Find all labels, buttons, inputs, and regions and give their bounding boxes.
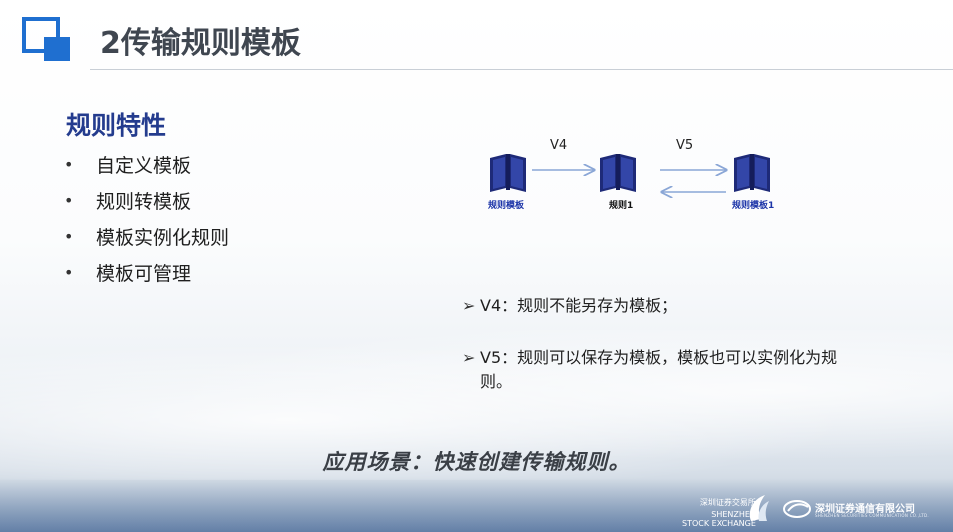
version-label-v4: V4 [550,138,568,153]
szse-name-en: SHENZHEN [711,510,756,519]
book-label-template-1: 规则模板1 [732,201,775,211]
note-text: V5：规则可以保存为模板，模板也可以实例化为规则。 [480,348,838,391]
title-divider [90,69,953,70]
note-item: ➢ V4：规则不能另存为模板； [462,294,842,318]
sscc-logo-icon [783,500,811,518]
sscc-name-cn: 深圳证券通信有限公司 [815,504,915,515]
szse-wordmark: 深圳证券交易所 SHENZHEN STOCK EXCHANGE [682,498,756,528]
feature-text: 模板实例化规则 [96,226,230,249]
book-icon [734,154,770,192]
feature-text: 自定义模板 [96,154,192,177]
slide-title: 2传输规则模板 [100,26,301,61]
background-haze [0,330,953,480]
note-text: V4：规则不能另存为模板； [480,296,678,315]
sscc-name-en: SHENZHEN SECURITIES COMMUNICATION CO.,LT… [815,513,929,518]
arrow-bullet-icon: ➢ [462,296,476,315]
feature-text: 模板可管理 [96,262,192,285]
list-item: • 模板可管理 [64,254,229,290]
list-item: • 规则转模板 [64,182,229,218]
book-icon [600,154,636,192]
szse-name-cn: 深圳证券交易所 [699,498,756,507]
szse-name-en-2: STOCK EXCHANGE [682,519,756,528]
bullet-icon: • [64,226,74,246]
feature-text: 规则转模板 [96,190,192,213]
szse-logo-icon [749,495,769,521]
diagram-graphics [490,154,770,220]
slide-logo-icon [22,17,70,61]
book-icon [490,154,526,192]
section-heading: 规则特性 [66,111,167,140]
arrow-bullet-icon: ➢ [462,348,476,367]
note-item: ➢ V5：规则可以保存为模板，模板也可以实例化为规则。 [462,346,842,394]
bullet-icon: • [64,190,74,210]
usage-scenario: 应用场景：快速创建传输规则。 [322,450,631,474]
book-label-template: 规则模板 [488,201,525,211]
list-item: • 自定义模板 [64,146,229,182]
bullet-icon: • [64,262,74,282]
bullet-icon: • [64,154,74,174]
version-label-v5: V5 [676,138,694,153]
version-diagram: V4 V5 规则模板 规则1 规则模板1 [470,130,800,220]
list-item: • 模板实例化规则 [64,218,229,254]
feature-list: • 自定义模板 • 规则转模板 • 模板实例化规则 • 模板可管理 [64,146,229,290]
version-notes: ➢ V4：规则不能另存为模板； ➢ V5：规则可以保存为模板，模板也可以实例化为… [462,294,842,394]
book-label-rule: 规则1 [609,201,634,211]
